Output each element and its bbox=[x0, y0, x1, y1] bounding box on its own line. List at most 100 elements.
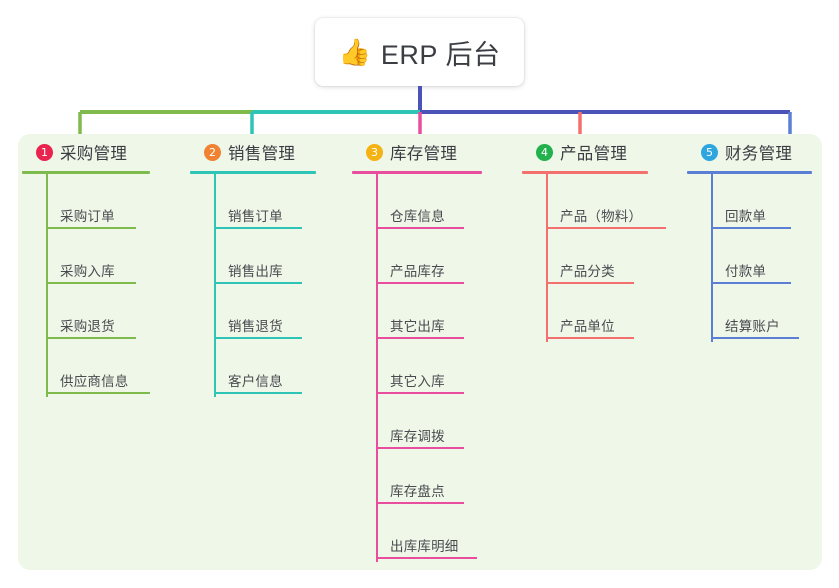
branch-item-label: 产品（物料） bbox=[560, 209, 643, 224]
branch-item[interactable]: 其它出库 bbox=[376, 284, 514, 339]
branch-item-rule bbox=[46, 392, 150, 394]
root-title: ERP 后台 bbox=[380, 39, 501, 70]
branch-item-label: 付款单 bbox=[725, 264, 767, 279]
branch-item-label: 回款单 bbox=[725, 209, 767, 224]
branch-item-rule bbox=[376, 337, 464, 339]
branch-item-list: 销售订单销售出库销售退货客户信息 bbox=[214, 174, 346, 397]
branch-item-rule bbox=[376, 502, 464, 504]
branch-header-2[interactable]: 2 销售管理 bbox=[186, 134, 346, 170]
branches-panel bbox=[18, 134, 822, 570]
branch-item-label: 供应商信息 bbox=[60, 374, 129, 389]
branch-item[interactable]: 库存调拨 bbox=[376, 394, 514, 449]
branch-item-rule bbox=[376, 392, 464, 394]
branch-item-label: 库存调拨 bbox=[390, 429, 445, 444]
branch-item-label: 销售出库 bbox=[228, 264, 283, 279]
branch-column-1: 1 采购管理采购订单采购入库采购退货供应商信息 bbox=[18, 134, 178, 397]
branch-item-rule bbox=[376, 557, 477, 559]
branch-number-badge: 5 bbox=[701, 143, 718, 161]
branch-item-rule bbox=[711, 282, 791, 284]
branch-title: 采购管理 bbox=[60, 145, 128, 163]
branch-item-label: 产品库存 bbox=[390, 264, 445, 279]
branch-item-label: 产品单位 bbox=[560, 319, 615, 334]
branch-number-badge: 2 bbox=[204, 143, 221, 161]
branch-item-rule bbox=[46, 282, 136, 284]
branch-item[interactable]: 付款单 bbox=[711, 229, 833, 284]
branch-item[interactable]: 采购订单 bbox=[46, 174, 178, 229]
branch-title: 库存管理 bbox=[390, 145, 458, 163]
branch-item[interactable]: 仓库信息 bbox=[376, 174, 514, 229]
branch-item-label: 采购订单 bbox=[60, 209, 115, 224]
branch-item-rule bbox=[214, 282, 302, 284]
branch-header-rule bbox=[522, 171, 648, 174]
branch-item-label: 产品分类 bbox=[560, 264, 615, 279]
branch-header-rule bbox=[190, 171, 316, 174]
branch-item-rule bbox=[376, 447, 464, 449]
branch-item-list: 采购订单采购入库采购退货供应商信息 bbox=[46, 174, 178, 397]
branch-item-label: 采购退货 bbox=[60, 319, 115, 334]
branch-item[interactable]: 出库库明细 bbox=[376, 504, 514, 559]
branch-item-rule bbox=[214, 392, 302, 394]
branch-item[interactable]: 采购入库 bbox=[46, 229, 178, 284]
branch-item-rule bbox=[214, 337, 302, 339]
branch-item-rule bbox=[546, 282, 634, 284]
branch-item[interactable]: 销售退货 bbox=[214, 284, 346, 339]
branch-item-label: 采购入库 bbox=[60, 264, 115, 279]
branch-item-rule bbox=[46, 227, 136, 229]
branch-item-label: 销售订单 bbox=[228, 209, 283, 224]
thumbs-up-icon: 👍 bbox=[338, 37, 371, 67]
branch-item-label: 销售退货 bbox=[228, 319, 283, 334]
branch-item[interactable]: 其它入库 bbox=[376, 339, 514, 394]
root-node-card[interactable]: 👍 ERP 后台 bbox=[315, 18, 524, 86]
branch-item-list: 回款单付款单结算账户 bbox=[711, 174, 833, 342]
branch-item[interactable]: 产品单位 bbox=[546, 284, 678, 339]
branch-item-rule bbox=[376, 282, 464, 284]
branch-item[interactable]: 回款单 bbox=[711, 174, 833, 229]
branch-item[interactable]: 产品分类 bbox=[546, 229, 678, 284]
branch-item-rule bbox=[711, 227, 791, 229]
branch-item-label: 仓库信息 bbox=[390, 209, 445, 224]
branch-item-label: 出库库明细 bbox=[390, 539, 459, 554]
branch-stem bbox=[546, 174, 548, 342]
branch-stem bbox=[711, 174, 713, 342]
branch-item-label: 结算账户 bbox=[725, 319, 780, 334]
branch-header-rule bbox=[22, 171, 150, 174]
branch-number-badge: 1 bbox=[36, 143, 53, 161]
branch-item[interactable]: 采购退货 bbox=[46, 284, 178, 339]
branch-column-2: 2 销售管理销售订单销售出库销售退货客户信息 bbox=[186, 134, 346, 397]
branch-item-label: 其它入库 bbox=[390, 374, 445, 389]
branch-item-rule bbox=[711, 337, 799, 339]
branch-item[interactable]: 销售订单 bbox=[214, 174, 346, 229]
branch-title: 销售管理 bbox=[228, 145, 296, 163]
branch-columns: 1 采购管理采购订单采购入库采购退货供应商信息 2 销售管理销售订单销售出库销售退货客… bbox=[18, 134, 822, 570]
branch-item-label: 库存盘点 bbox=[390, 484, 445, 499]
branch-header-1[interactable]: 1 采购管理 bbox=[18, 134, 178, 170]
branch-item[interactable]: 产品库存 bbox=[376, 229, 514, 284]
branch-item-label: 客户信息 bbox=[228, 374, 283, 389]
branch-stem bbox=[214, 174, 216, 397]
branch-item-rule bbox=[214, 227, 302, 229]
branch-item[interactable]: 产品（物料） bbox=[546, 174, 678, 229]
branch-stem bbox=[376, 174, 378, 562]
branch-item[interactable]: 供应商信息 bbox=[46, 339, 178, 394]
branch-stem bbox=[46, 174, 48, 397]
branch-header-rule bbox=[687, 171, 812, 174]
branch-header-rule bbox=[352, 171, 482, 174]
branch-item[interactable]: 结算账户 bbox=[711, 284, 833, 339]
branch-item-rule bbox=[46, 337, 136, 339]
branch-item-list: 产品（物料） 产品分类产品单位 bbox=[546, 174, 678, 342]
branch-item-rule bbox=[546, 227, 666, 229]
branch-number-badge: 4 bbox=[536, 143, 553, 161]
branch-item-rule bbox=[376, 227, 464, 229]
branch-item-label: 其它出库 bbox=[390, 319, 445, 334]
branch-item[interactable]: 客户信息 bbox=[214, 339, 346, 394]
branch-item[interactable]: 销售出库 bbox=[214, 229, 346, 284]
branch-item[interactable]: 库存盘点 bbox=[376, 449, 514, 504]
branch-item-rule bbox=[546, 337, 634, 339]
